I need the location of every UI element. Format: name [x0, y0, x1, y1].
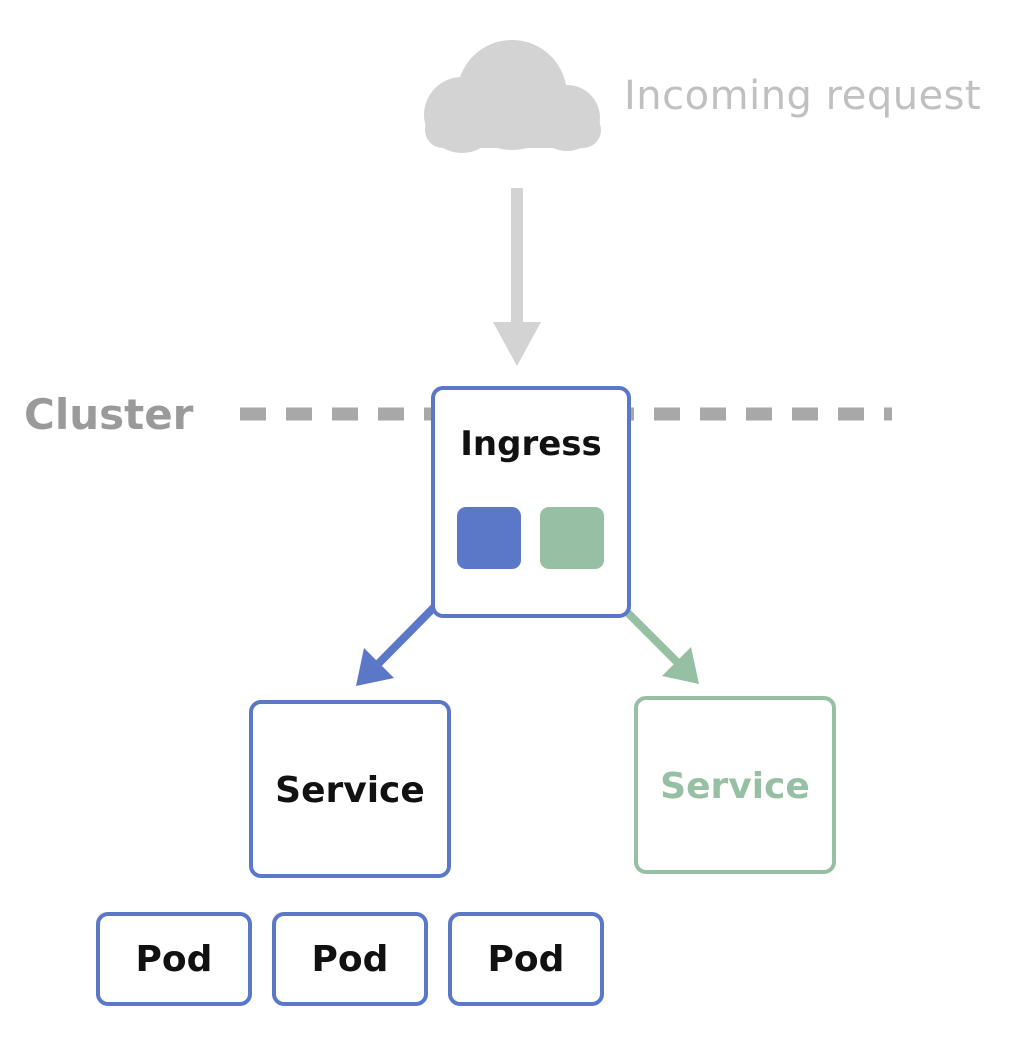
ingress-node: Ingress [431, 386, 631, 618]
pod-label: Pod [135, 939, 213, 980]
pod-label: Pod [487, 939, 565, 980]
pod-label: Pod [311, 939, 389, 980]
cluster-label: Cluster [24, 390, 194, 439]
incoming-arrow [493, 188, 541, 366]
service-label: Service [275, 770, 425, 811]
incoming-request-label: Incoming request [624, 73, 982, 119]
ingress-label: Ingress [460, 424, 602, 464]
pod-node: Pod [272, 912, 428, 1006]
pod-node: Pod [96, 912, 252, 1006]
ingress-route-blue [457, 507, 521, 569]
service-node-green: Service [634, 696, 836, 874]
service-node-blue: Service [249, 700, 451, 878]
pod-node: Pod [448, 912, 604, 1006]
cloud-icon [424, 40, 601, 153]
ingress-route-green [540, 507, 604, 569]
service-label: Service [660, 766, 810, 807]
